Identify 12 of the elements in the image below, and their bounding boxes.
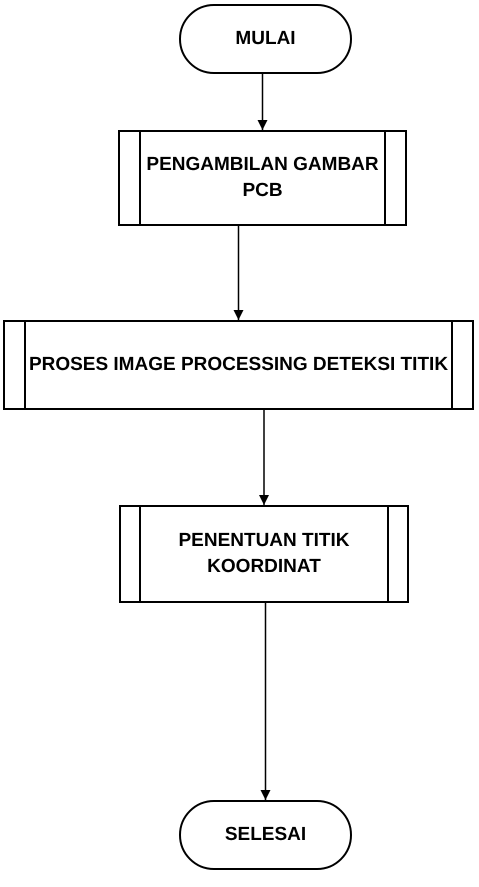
node-label: PENGAMBILAN GAMBAR PCB	[145, 153, 380, 203]
arrow	[260, 603, 270, 800]
predefined-process-box	[3, 320, 474, 410]
node-label: PROSES IMAGE PROCESSING DETEKSI TITIK	[28, 353, 448, 377]
arrow	[234, 226, 244, 320]
node-label: MULAI	[235, 27, 296, 51]
predefined-process-box	[118, 130, 407, 226]
node-label: SELESAI	[224, 823, 306, 847]
node-label: PENENTUAN TITIK KOORDINAT	[178, 529, 350, 579]
predefined-process-box	[119, 505, 409, 603]
arrow	[259, 410, 269, 505]
arrow	[258, 74, 268, 130]
